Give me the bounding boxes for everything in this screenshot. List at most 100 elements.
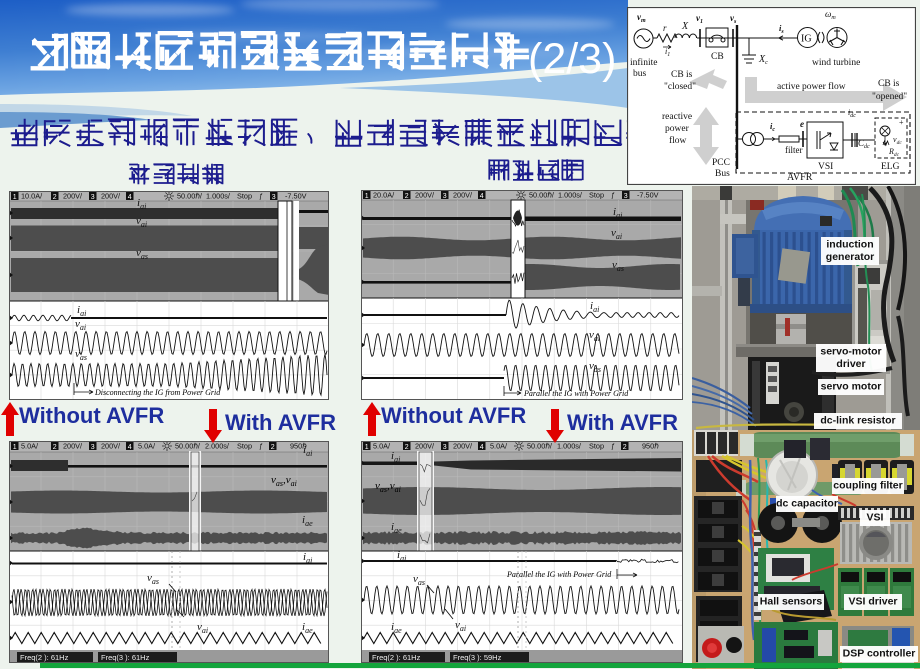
svg-text:vai: vai — [455, 619, 466, 633]
svg-text:1: 1 — [13, 194, 17, 201]
svg-text:950ℏ: 950ℏ — [642, 442, 659, 451]
svg-text:1.000s/: 1.000s/ — [557, 442, 582, 451]
svg-text:10.0A/: 10.0A/ — [21, 192, 43, 201]
svg-text:200V/: 200V/ — [63, 442, 83, 451]
svg-text:vs: vs — [730, 13, 737, 25]
svg-text:1: 1 — [13, 444, 17, 451]
svg-text:200V/: 200V/ — [415, 191, 435, 200]
svg-text:vai: vai — [589, 329, 600, 343]
svg-text:Stop: Stop — [237, 442, 252, 451]
svg-text:e: e — [800, 119, 804, 129]
svg-text:2: 2 — [53, 194, 57, 201]
svg-text:Xc: Xc — [758, 54, 768, 66]
svg-text:(2/3): (2/3) — [528, 35, 616, 83]
svg-text:i1: i1 — [665, 47, 670, 58]
svg-text:Parallel the IG with Power Gri: Parallel the IG with Power Grid — [506, 570, 612, 579]
svg-text:dc-link resistor: dc-link resistor — [820, 415, 895, 427]
svg-text:X: X — [681, 21, 689, 32]
svg-text:ic: ic — [770, 121, 775, 133]
svg-text:950ℏ: 950ℏ — [290, 442, 307, 451]
svg-text:wind turbine: wind turbine — [812, 58, 860, 68]
svg-text:5.0A/: 5.0A/ — [138, 442, 156, 451]
svg-text:5.0A/: 5.0A/ — [21, 442, 39, 451]
svg-text:VSI: VSI — [867, 512, 884, 524]
svg-text:iai: iai — [391, 450, 400, 464]
svg-text:servo-motor: servo-motor — [820, 346, 881, 358]
svg-text:"closed": "closed" — [664, 82, 696, 92]
svg-text:200V/: 200V/ — [63, 192, 83, 201]
svg-text:iai: iai — [137, 197, 146, 211]
svg-text:iai: iai — [77, 304, 86, 318]
svg-text:iai: iai — [590, 300, 599, 314]
svg-text:iae: iae — [391, 621, 402, 635]
svg-text:Bus: Bus — [715, 169, 730, 179]
svg-text:VSI driver: VSI driver — [848, 596, 897, 608]
svg-text:200V/: 200V/ — [453, 191, 473, 200]
svg-text:50.00ℏ/: 50.00ℏ/ — [529, 191, 555, 200]
svg-text:infinite: infinite — [630, 57, 657, 68]
svg-text:200V/: 200V/ — [101, 192, 121, 201]
svg-text:2.000s/: 2.000s/ — [205, 442, 230, 451]
svg-text:r: r — [663, 23, 667, 33]
svg-text:200V/: 200V/ — [415, 442, 435, 451]
svg-text:Disconnecting the IG from Powe: Disconnecting the IG from Power Grid — [94, 388, 221, 397]
svg-text:iai: iai — [397, 549, 406, 563]
svg-text:4: 4 — [128, 194, 132, 201]
svg-text:reactive: reactive — [662, 112, 692, 122]
svg-text:2: 2 — [623, 444, 627, 451]
svg-text:coupling filter: coupling filter — [833, 480, 902, 492]
svg-text:200V/: 200V/ — [453, 442, 473, 451]
svg-text:Stop: Stop — [237, 192, 252, 201]
svg-text:1.000s/: 1.000s/ — [206, 192, 231, 201]
svg-text:iai: iai — [303, 551, 312, 565]
svg-text:vdc: vdc — [893, 135, 902, 146]
svg-text:induction: induction — [826, 239, 873, 251]
svg-text:vm: vm — [637, 12, 646, 24]
svg-text:Parallel the IG with Power Gri: Parallel the IG with Power Grid — [523, 389, 629, 398]
svg-text:PCC: PCC — [712, 158, 730, 168]
svg-text:Freq(2 ): 61Hz: Freq(2 ): 61Hz — [20, 653, 69, 662]
svg-text:200V/: 200V/ — [101, 442, 121, 451]
svg-text:flow: flow — [669, 135, 687, 146]
svg-text:bus: bus — [633, 69, 647, 79]
svg-text:generator: generator — [826, 251, 874, 263]
svg-text:ωm: ωm — [825, 9, 836, 21]
svg-text:3: 3 — [443, 193, 447, 200]
svg-text:4: 4 — [128, 444, 132, 451]
svg-text:CB is: CB is — [671, 70, 693, 80]
svg-text:Stop: Stop — [589, 442, 604, 451]
svg-text:Hall sensors: Hall sensors — [760, 596, 823, 608]
svg-text:CB is: CB is — [878, 79, 900, 89]
svg-text:5.0A/: 5.0A/ — [373, 442, 391, 451]
svg-text:CB: CB — [711, 52, 724, 62]
svg-text:active power flow: active power flow — [777, 81, 846, 92]
svg-text:3: 3 — [272, 194, 276, 201]
svg-text:is: is — [779, 23, 784, 35]
svg-text:3: 3 — [443, 444, 447, 451]
svg-text:Freq(3 ): 61Hz: Freq(3 ): 61Hz — [101, 653, 150, 662]
svg-text:1.000s/: 1.000s/ — [558, 191, 583, 200]
svg-text:-7.50V: -7.50V — [637, 191, 659, 200]
svg-text:vai: vai — [197, 621, 208, 635]
svg-text:2: 2 — [53, 444, 57, 451]
svg-text:Rdc: Rdc — [888, 147, 900, 158]
svg-text:VSI: VSI — [818, 162, 833, 172]
svg-text:50.00ℏ/: 50.00ℏ/ — [527, 442, 553, 451]
svg-text:1: 1 — [365, 193, 369, 200]
svg-text:iae: iae — [302, 621, 313, 635]
svg-text:ƒ: ƒ — [259, 192, 263, 201]
svg-text:driver: driver — [836, 358, 865, 370]
svg-text:power: power — [665, 124, 690, 134]
svg-text:iai: iai — [613, 206, 622, 220]
svg-text:3: 3 — [91, 194, 95, 201]
svg-text:Stop: Stop — [589, 191, 604, 200]
svg-text:"opened": "opened" — [872, 92, 907, 102]
svg-text:ƒ: ƒ — [611, 191, 615, 200]
svg-text:-7.50V: -7.50V — [285, 192, 307, 201]
svg-text:iae: iae — [391, 521, 402, 535]
svg-text:idc: idc — [848, 108, 856, 119]
svg-text:1: 1 — [365, 444, 369, 451]
svg-text:AVFR: AVFR — [787, 172, 813, 183]
svg-text:3: 3 — [91, 444, 95, 451]
svg-text:v1: v1 — [696, 13, 703, 25]
